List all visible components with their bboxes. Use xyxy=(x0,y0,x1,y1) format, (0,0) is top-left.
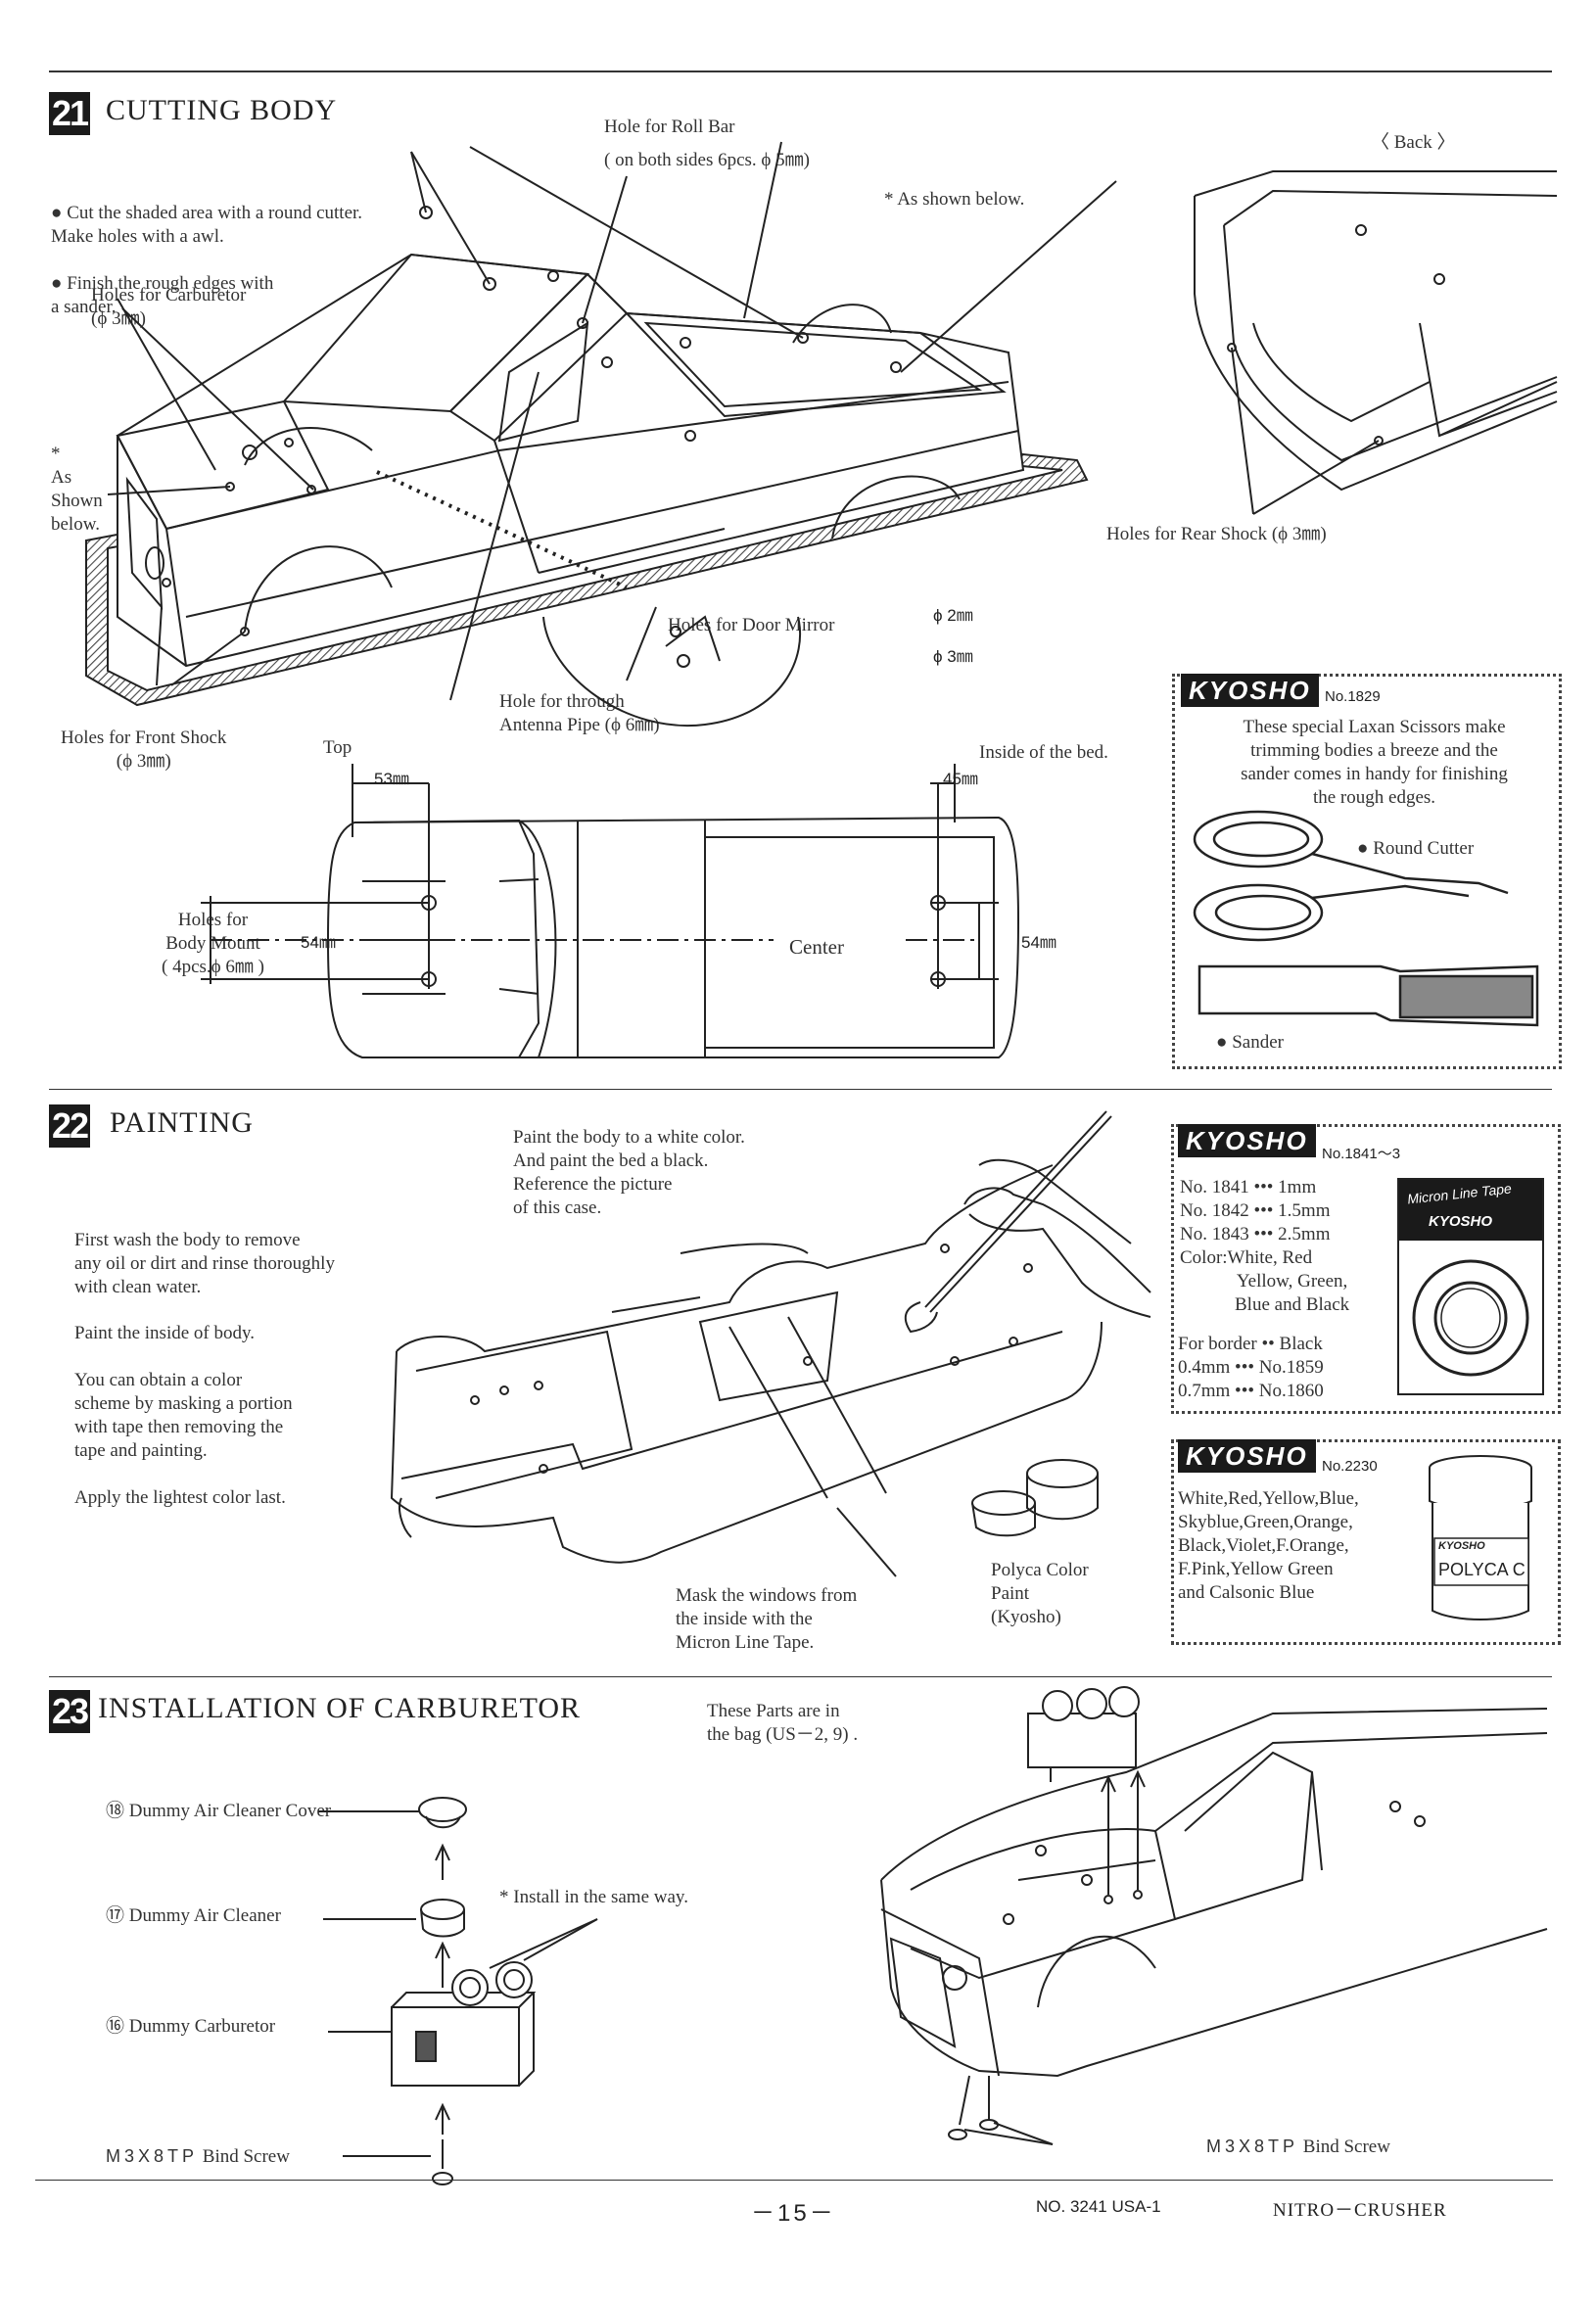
right-screw-label: M3X8TP Bind Screw xyxy=(1206,2137,1390,2157)
center-label: Center xyxy=(781,935,852,959)
top-view-dimension-figure xyxy=(201,764,1020,1058)
body-mount-label: Holes for Body Mount ( 4pcs.ϕ 6㎜ ) xyxy=(162,910,264,977)
kyosho-logo: KYOSHO xyxy=(1178,1124,1316,1157)
painting-paragraph-2: Paint the inside of body. xyxy=(74,1323,255,1343)
scissors-sander-figure xyxy=(1193,810,1539,1027)
roll-bar-label: Hole for Roll Bar xyxy=(604,117,735,137)
footer-rule xyxy=(35,2180,1553,2181)
section-22-title: PAINTING xyxy=(110,1106,254,1139)
polyca-paint-note: Polyca Color Paint (Kyosho) xyxy=(991,1560,1089,1627)
rear-view-figure xyxy=(1194,170,1558,515)
section-rule-22 xyxy=(49,1089,1552,1090)
door-mirror-label: Holes for Door Mirror xyxy=(668,615,835,635)
polyca-jar: KYOSHO POLYCA C xyxy=(1421,1454,1540,1624)
top-rule xyxy=(49,70,1552,72)
dim-54mm-left: 54㎜ xyxy=(301,933,336,952)
sander-label: ● Sander xyxy=(1212,1031,1288,1055)
install-same-way-note: * Install in the same way. xyxy=(499,1887,688,1907)
tape-sizes: No. 1841 ••• 1mm No. 1842 ••• 1.5mm No. … xyxy=(1180,1177,1331,1268)
document-code: NO. 3241 USA-1 xyxy=(1036,2197,1161,2216)
carburetor-on-truck-figure xyxy=(880,1686,1548,2145)
as-shown-below-label: * As Shown below. xyxy=(51,444,103,535)
jar-label: POLYCA C xyxy=(1438,1560,1526,1579)
kyosho-paint-box: KYOSHO No.2230 White,Red,Yellow,Blue, Sk… xyxy=(1171,1439,1561,1645)
polyca-jar-icon xyxy=(1429,1455,1532,1620)
round-cutter-label: ● Round Cutter xyxy=(1357,838,1475,859)
painting-figure xyxy=(390,1110,1151,1577)
product-number: No.1829 xyxy=(1325,688,1381,705)
rear-shock-label: Holes for Rear Shock (ϕ 3㎜) xyxy=(1106,524,1327,544)
scissors-description: These special Laxan Scissors make trimmi… xyxy=(1241,717,1508,808)
as-shown-below-star: * As shown below. xyxy=(884,189,1025,210)
section-23-title: INSTALLATION OF CARBURETOR xyxy=(98,1692,582,1724)
instruction-bullets: ● Cut the shaded area with a round cutte… xyxy=(51,178,501,343)
part-carburetor: ⑯ Dummy Carburetor xyxy=(106,2016,276,2037)
tape-border-sizes: For border •• Black 0.4mm ••• No.1859 0.… xyxy=(1178,1334,1324,1401)
bullet-cut: ● Cut the shaded area with a round cutte… xyxy=(51,203,363,247)
mirror-2mm-label: ϕ 2㎜ xyxy=(933,606,973,625)
kyosho-tape-box: KYOSHO No.1841～3 No. 1841 ••• 1mm No. 18… xyxy=(1171,1124,1561,1414)
truck-body-cutting-figure xyxy=(85,141,1117,728)
part-air-cleaner: ⑰ Dummy Air Cleaner xyxy=(106,1905,281,1926)
paint-colors-list: White,Red,Yellow,Blue, Skyblue,Green,Ora… xyxy=(1178,1488,1359,1603)
kyosho-scissors-box: KYOSHO No.1829 These special Laxan Sciss… xyxy=(1172,674,1562,1069)
part-screw: M3X8TP Bind Screw xyxy=(106,2146,290,2167)
carburetor-exploded-figure xyxy=(318,1797,598,2185)
product-number: No.1841～3 xyxy=(1322,1146,1401,1162)
jar-brand: KYOSHO xyxy=(1438,1540,1485,1552)
dim-54mm-right: 54㎜ xyxy=(1021,933,1056,952)
section-22-number: 22 xyxy=(49,1104,90,1148)
painting-paragraph-1: First wash the body to remove any oil or… xyxy=(74,1230,335,1297)
bag-note: These Parts are in the bag (US－2, 9) . xyxy=(707,1701,859,1745)
model-name: NITRO－CRUSHER xyxy=(1273,2200,1447,2221)
bullet-finish: ● Finish the rough edges with a sander. xyxy=(51,273,274,317)
tape-roll-icon xyxy=(1412,1259,1529,1377)
painting-paragraph-3: You can obtain a color scheme by masking… xyxy=(74,1370,293,1461)
back-view-label: 〈 Back 〉 xyxy=(1371,132,1456,153)
mirror-3mm-label: ϕ 3㎜ xyxy=(933,647,973,666)
section-21-title: CUTTING BODY xyxy=(106,94,338,126)
kyosho-logo: KYOSHO xyxy=(1178,1439,1316,1473)
section-23-number: 23 xyxy=(49,1690,90,1733)
part-air-cleaner-cover: ⑱ Dummy Air Cleaner Cover xyxy=(106,1801,332,1821)
section-21-number: 21 xyxy=(49,92,90,135)
tape-package: Micron Line Tape KYOSHO xyxy=(1397,1178,1544,1395)
section-rule-23 xyxy=(49,1676,1552,1677)
top-view-label: Top xyxy=(323,737,352,758)
tape-package-brand: KYOSHO xyxy=(1429,1213,1493,1230)
painting-paragraph-4: Apply the lightest color last. xyxy=(74,1487,286,1508)
front-shock-label: Holes for Front Shock (ϕ 3㎜) xyxy=(61,728,227,772)
inside-bed-label: Inside of the bed. xyxy=(979,742,1108,763)
kyosho-logo: KYOSHO xyxy=(1181,674,1319,707)
roll-bar-detail: ( on both sides 6pcs. ϕ 5㎜) xyxy=(604,150,811,170)
product-number: No.2230 xyxy=(1322,1458,1378,1475)
tape-colors-cont: Yellow, Green, Blue and Black xyxy=(1235,1271,1350,1315)
paint-note: Paint the body to a white color. And pai… xyxy=(513,1127,745,1218)
carburetor-holes-label: Holes for Carburetor (ϕ 3㎜) xyxy=(91,285,247,329)
page-number: －15－ xyxy=(751,2200,836,2227)
mask-windows-note: Mask the windows from the inside with th… xyxy=(676,1585,858,1653)
antenna-label: Hole for through Antenna Pipe (ϕ 6㎜) xyxy=(499,691,660,735)
